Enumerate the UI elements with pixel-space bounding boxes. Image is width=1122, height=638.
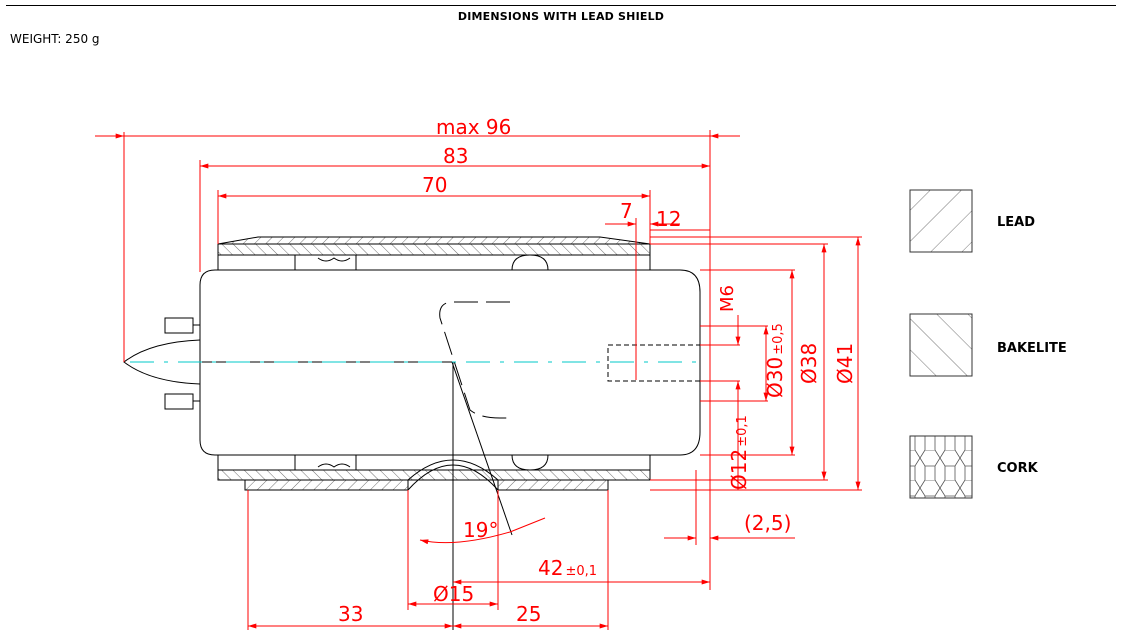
legend-label-cork: CORK — [997, 461, 1039, 476]
dim-33: 33 — [338, 602, 363, 626]
inner-cavity — [439, 301, 510, 419]
dim-max-96: max 96 — [436, 115, 511, 139]
dim-dia-30: Ø30±0,5 — [763, 323, 787, 398]
legend-label-lead: LEAD — [997, 215, 1035, 230]
page-title: DIMENSIONS WITH LEAD SHIELD — [457, 10, 665, 23]
top-shield-band — [217, 243, 651, 256]
legend-swatch-bakelite — [909, 313, 973, 377]
sensor-body — [123, 236, 711, 630]
dim-42: 42±0,1 — [538, 556, 597, 580]
dim-offset-2-5: (2,5) — [744, 511, 791, 535]
left-pin-bottom — [164, 393, 194, 410]
dim-dia-41: Ø41 — [833, 343, 857, 384]
legend-swatch-cork — [909, 435, 973, 499]
dim-dia-12: Ø12±0,1 — [727, 415, 751, 490]
legend-label-bakelite: BAKELITE — [997, 341, 1067, 356]
dim-dia-38: Ø38 — [797, 343, 821, 384]
dim-25: 25 — [516, 602, 541, 626]
svg-text:Ø30±0,5: Ø30±0,5 — [763, 323, 787, 398]
top-lead-layer — [217, 236, 651, 245]
dim-70: 70 — [422, 173, 447, 197]
dim-angle-19: 19° — [463, 518, 498, 542]
dim-dia-15: Ø15 — [433, 582, 474, 606]
dimension-labels: max 96 83 70 7 12 M6 Ø30±0,5 Ø38 Ø41 Ø12… — [338, 115, 857, 626]
header-rule — [6, 5, 1116, 6]
bottom-shield-band — [217, 469, 651, 481]
dimension-lines — [95, 130, 862, 630]
dim-m6: M6 — [717, 285, 738, 312]
dim-12: 12 — [656, 207, 681, 231]
top-inner-band — [217, 254, 651, 271]
legend-swatch-lead — [909, 189, 973, 253]
svg-text:Ø12±0,1: Ø12±0,1 — [727, 415, 751, 490]
dim-83: 83 — [443, 144, 468, 168]
material-legend: LEAD BAKELITE CORK — [909, 189, 1067, 499]
left-pin-top — [164, 317, 194, 334]
dim-7: 7 — [620, 199, 633, 223]
stud-nut — [699, 325, 711, 402]
bottom-lead-layer — [244, 479, 409, 491]
bottom-inner-band — [217, 454, 651, 471]
weight-label: WEIGHT: 250 g — [10, 32, 100, 46]
